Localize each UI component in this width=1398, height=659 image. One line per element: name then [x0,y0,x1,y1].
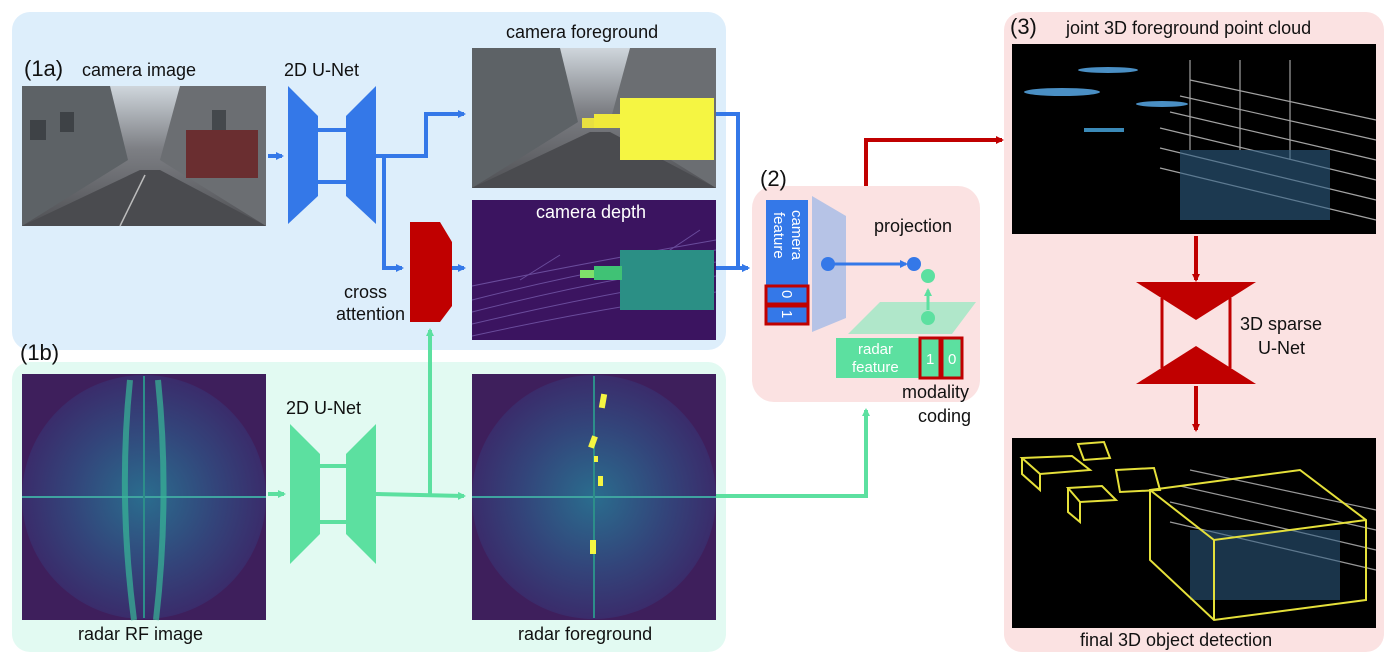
sparse-unet-label-line1: 3D sparse [1240,314,1322,334]
camera-feature-label-line1: camera [788,210,805,261]
section-label-1b: (1b) [20,340,59,365]
sparse-unet-shape [1136,236,1256,432]
section-label-3: (3) [1010,14,1037,39]
modality-coding-label-line2: coding [918,406,971,426]
section-label-2: (2) [760,166,787,191]
radar-unet-shape [290,424,376,564]
pointcloud-label: joint 3D foreground point cloud [1065,18,1311,38]
camera-feature-label-line2: feature [770,212,787,259]
radar-code-bit-1-text: 0 [948,351,956,368]
camera-depth-label: camera depth [536,202,646,222]
radar-code-bit-1 [940,336,964,380]
camera-foreground-image [472,48,716,188]
camera-foreground-label: camera foreground [506,22,658,42]
camera-unet-label: 2D U-Net [284,60,359,80]
radar-foreground-image [472,374,716,620]
projection-label: projection [874,216,952,236]
camera-code-bit-1-text: 1 [778,310,795,318]
cross-attention-block [410,222,452,322]
radar-code-bit-0 [918,336,942,380]
radar-feature-label-line2: feature [852,359,899,376]
projection-points [821,257,935,325]
camera-feature-box [766,200,808,286]
camera-code-bit-0-text: 0 [778,290,795,298]
camera-image [22,86,266,227]
cross-attention-label-line1: cross [344,282,387,302]
projection-plane-radar [848,302,976,334]
cross-attention-label-line2: attention [336,304,405,324]
radar-feature-box [836,338,920,378]
camera-code-bit-1 [764,304,810,326]
radar-unet-label: 2D U-Net [286,398,361,418]
sparse-unet-label-line2: U-Net [1258,338,1305,358]
radar-rf-image-label: radar RF image [78,624,203,644]
pointcloud-image [1012,44,1377,234]
camera-image-label: camera image [82,60,196,80]
camera-code-bit-0 [764,284,810,306]
fusion-to-detection-arrow [864,136,1004,186]
camera-unet-shape [288,86,376,224]
radar-code-bit-0-text: 1 [926,351,934,368]
radar-foreground-label: radar foreground [518,624,652,644]
camera-arrows [268,110,750,272]
radar-arrows [268,328,870,500]
final-detection-label: final 3D object detection [1080,630,1272,650]
modality-coding-label-line1: modality [902,382,969,402]
radar-rf-image [22,374,266,621]
section-label-1a: (1a) [24,56,63,81]
detection-image [1012,438,1377,628]
camera-depth-image [471,200,717,340]
radar-feature-label-line1: radar [858,341,893,358]
